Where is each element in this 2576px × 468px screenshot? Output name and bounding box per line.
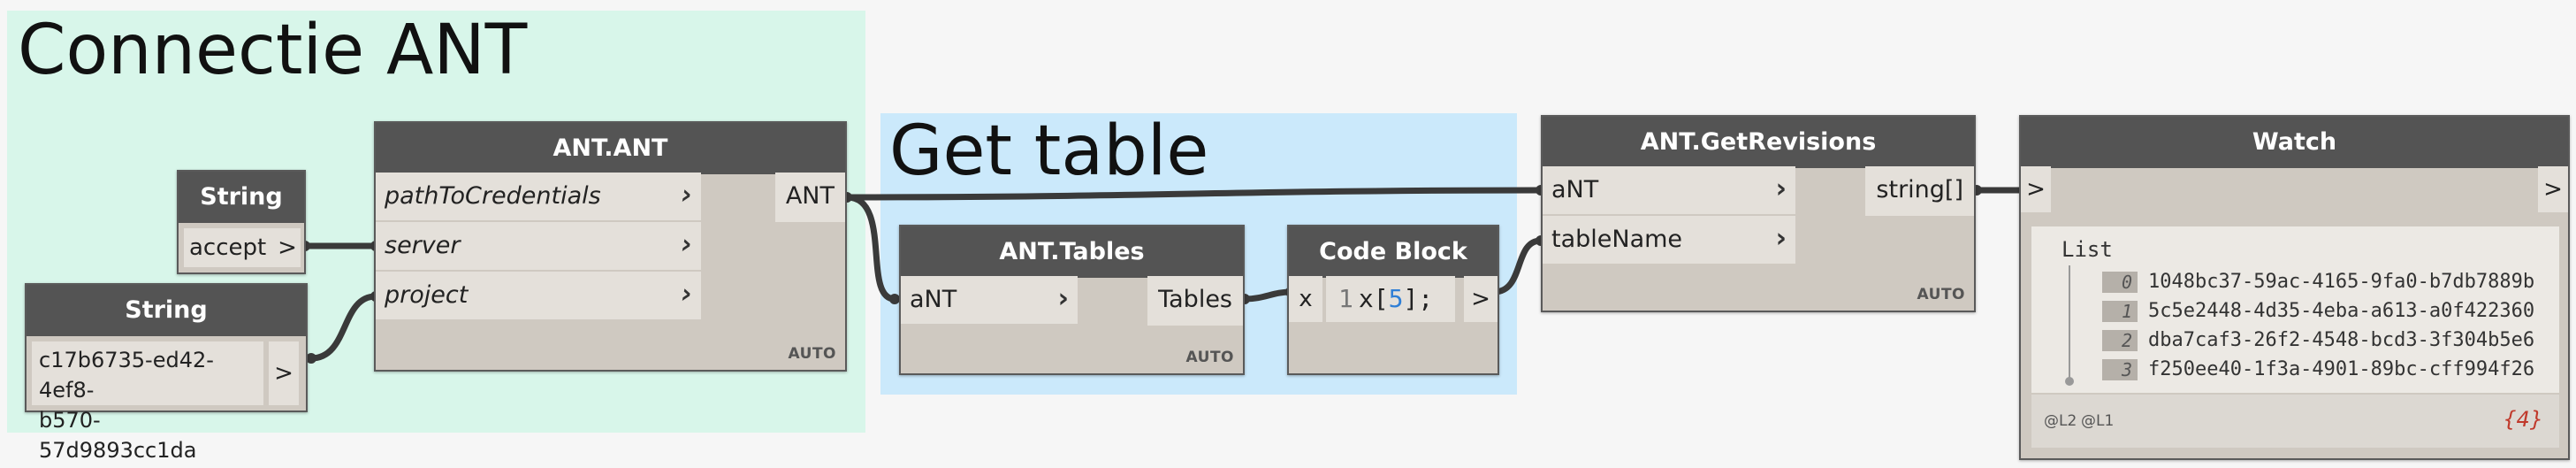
list-label: List (2062, 237, 2113, 262)
code-index: 5 (1388, 284, 1404, 313)
tree-line (2069, 265, 2070, 380)
list-index: 1 (2102, 300, 2138, 322)
code-bracket: ]; (1403, 284, 1434, 313)
string-value-line: c17b6735-ed42-4ef8- (39, 348, 214, 403)
list-value: f250ee40-1f3a-4901-89bc-cff994f26 (2148, 358, 2535, 380)
watch-footer: @L2 @L1 {4} (2031, 393, 2559, 448)
output-port[interactable]: > (2538, 166, 2568, 212)
output-port-ant[interactable]: ANT (774, 173, 845, 222)
code-bracket: [ (1373, 284, 1389, 313)
string-value-input[interactable]: c17b6735-ed42-4ef8- b570-57d9893cc1da (32, 341, 263, 463)
chevron-right-icon: › (681, 229, 692, 260)
list-value: 5c5e2448-4d35-4eba-a613-a0f422360 (2148, 300, 2535, 322)
output-port-tables[interactable]: Tables (1147, 276, 1243, 326)
tree-line-end (2065, 377, 2074, 386)
list-index: 0 (2102, 271, 2138, 293)
string-value-input[interactable]: accept (184, 228, 274, 267)
wire-tables-to-codeblock (1241, 288, 1294, 303)
node-title: Code Block (1289, 226, 1498, 278)
code-variable: x (1358, 284, 1374, 313)
node-title: String (179, 172, 304, 223)
chevron-right-icon: › (681, 279, 692, 310)
port-label: server (385, 232, 461, 259)
input-port-ant[interactable]: aNT › (901, 276, 1078, 326)
ant-tables-node[interactable]: ANT.Tables aNT › Tables AUTO (899, 225, 1245, 375)
input-port-tablename[interactable]: tableName › (1543, 216, 1795, 265)
port-label: project (385, 281, 469, 309)
node-title: ANT.GetRevisions (1543, 117, 1974, 168)
ant-ant-node[interactable]: ANT.ANT pathToCredentials › server › pro… (374, 121, 847, 372)
list-item[interactable]: 1 5c5e2448-4d35-4eba-a613-a0f422360 (2102, 296, 2549, 326)
input-port-project[interactable]: project › (376, 272, 701, 321)
wire-project-to-project (308, 293, 379, 362)
lacing-label: AUTO (788, 345, 836, 363)
node-title: String (27, 285, 306, 336)
node-title: Watch (2021, 117, 2568, 168)
watch-preview-panel[interactable]: List 0 1048bc37-59ac-4165-9fa0-b7db7889b… (2031, 226, 2559, 448)
level-label[interactable]: @L2 (2044, 412, 2077, 430)
chevron-right-icon: › (681, 180, 692, 211)
string-value-line: b570-57d9893cc1da (39, 408, 197, 463)
list-item[interactable]: 2 dba7caf3-26f2-4548-bcd3-3f304b5e6 (2102, 326, 2549, 355)
input-port-server[interactable]: server › (376, 222, 701, 272)
list-index: 2 (2102, 329, 2138, 351)
output-port[interactable]: > (269, 341, 299, 405)
input-port-pathtocredentials[interactable]: pathToCredentials › (376, 173, 701, 222)
group-title[interactable]: Connectie ANT (18, 11, 528, 90)
chevron-right-icon: › (1775, 173, 1787, 204)
lacing-label: AUTO (1185, 349, 1234, 366)
list-index: 3 (2102, 358, 2138, 380)
chevron-right-icon: › (1775, 223, 1787, 254)
port-label: pathToCredentials (385, 182, 601, 210)
group-title[interactable]: Get table (889, 111, 1209, 191)
list-value: 1048bc37-59ac-4165-9fa0-b7db7889b (2148, 271, 2535, 293)
node-title: ANT.ANT (376, 123, 845, 174)
output-port-string-array[interactable]: string[] (1865, 166, 1974, 216)
ant-getrevisions-node[interactable]: ANT.GetRevisions aNT › tableName › strin… (1541, 115, 1976, 312)
lacing-label: AUTO (1917, 286, 1965, 303)
list-items: 0 1048bc37-59ac-4165-9fa0-b7db7889b 1 5c… (2102, 267, 2549, 384)
wire-ant-to-getrevisions (843, 187, 1544, 201)
node-title: ANT.Tables (901, 226, 1243, 278)
port-label: aNT (910, 286, 957, 313)
list-item[interactable]: 0 1048bc37-59ac-4165-9fa0-b7db7889b (2102, 267, 2549, 296)
level-label[interactable]: @L1 (2081, 412, 2115, 430)
output-port[interactable]: > (1464, 276, 1498, 322)
output-port[interactable]: > (274, 228, 301, 267)
list-value: dba7caf3-26f2-4548-bcd3-3f304b5e6 (2148, 329, 2535, 351)
line-number: 1 (1338, 284, 1353, 313)
input-port[interactable]: > (2021, 166, 2051, 212)
input-port-x[interactable]: x (1289, 276, 1322, 322)
item-count: {4} (2503, 407, 2543, 432)
chevron-right-icon: › (1057, 283, 1069, 314)
wire-ant-to-tables (843, 194, 898, 303)
string-node-accept[interactable]: String accept > (177, 170, 306, 274)
wire-codeblock-to-tablename (1490, 237, 1544, 295)
input-port-ant[interactable]: aNT › (1543, 166, 1795, 216)
list-item[interactable]: 3 f250ee40-1f3a-4901-89bc-cff994f26 (2102, 355, 2549, 384)
string-node-project[interactable]: String c17b6735-ed42-4ef8- b570-57d9893c… (25, 283, 308, 463)
port-label: aNT (1551, 176, 1599, 203)
port-label: tableName (1551, 226, 1683, 253)
watch-node[interactable]: Watch > > List 0 1048bc37-59ac-4165-9fa0… (2019, 115, 2570, 460)
